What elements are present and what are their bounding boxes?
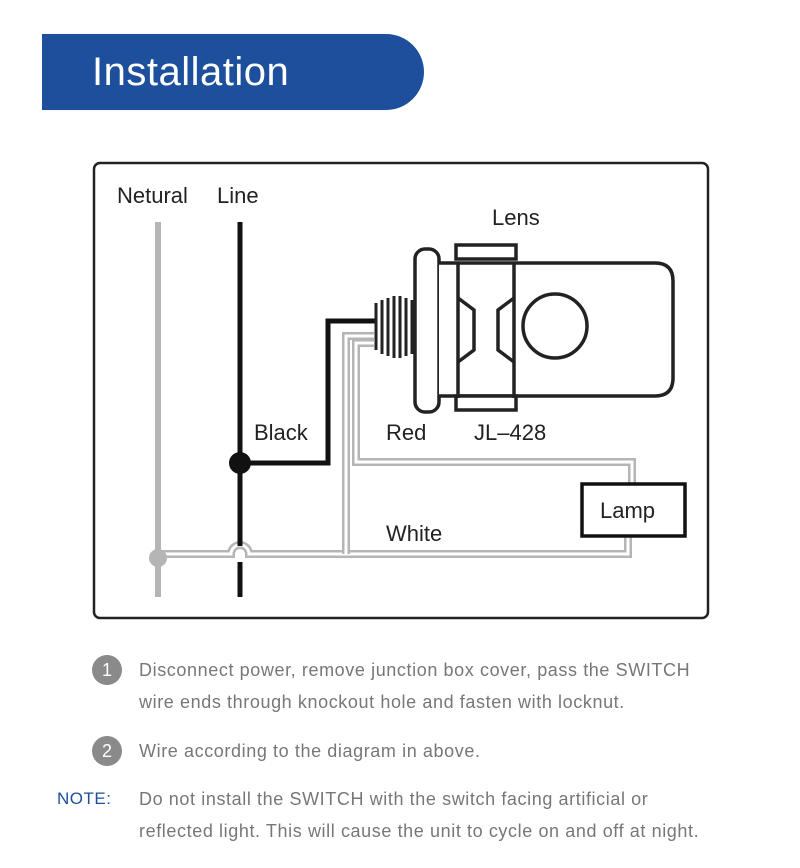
- lamp-box: [580, 482, 687, 538]
- step-1: 1 Disconnect power, remove junction box …: [92, 655, 690, 718]
- note-text: Do not install the SWITCH with the switc…: [139, 783, 699, 847]
- photocell-sensor: [413, 243, 675, 414]
- step-1-line-1: Disconnect power, remove junction box co…: [139, 660, 691, 680]
- step-2: 2 Wire according to the diagram in above…: [92, 736, 481, 767]
- step-1-line-2: wire ends through knockout hole and fast…: [139, 692, 625, 712]
- label-black: Black: [254, 420, 309, 445]
- label-white: White: [386, 521, 442, 546]
- step-number-badge: 2: [92, 736, 122, 766]
- label-red: Red: [386, 420, 426, 445]
- step-text: Disconnect power, remove junction box co…: [139, 654, 690, 718]
- section-title: Installation: [92, 49, 290, 94]
- note-line-2: reflected light. This will cause the uni…: [139, 821, 700, 841]
- section-banner: Installation: [42, 34, 424, 110]
- step-text: Wire according to the diagram in above.: [139, 741, 481, 761]
- label-lamp: Lamp: [600, 498, 655, 523]
- label-neutral: Netural: [117, 183, 188, 208]
- note-label: NOTE:: [57, 789, 112, 808]
- line-wire: [229, 222, 376, 597]
- sensor-threads: [374, 296, 414, 358]
- label-lens: Lens: [492, 205, 540, 230]
- step-number-badge: 1: [92, 655, 122, 685]
- note: NOTE: Do not install the SWITCH with the…: [57, 783, 699, 847]
- lens-icon: [521, 292, 589, 360]
- note-line-1: Do not install the SWITCH with the switc…: [139, 789, 649, 809]
- label-line: Line: [217, 183, 259, 208]
- diagram-frame: [92, 161, 710, 620]
- junction-dot: [229, 452, 251, 474]
- label-model: JL–428: [474, 420, 546, 445]
